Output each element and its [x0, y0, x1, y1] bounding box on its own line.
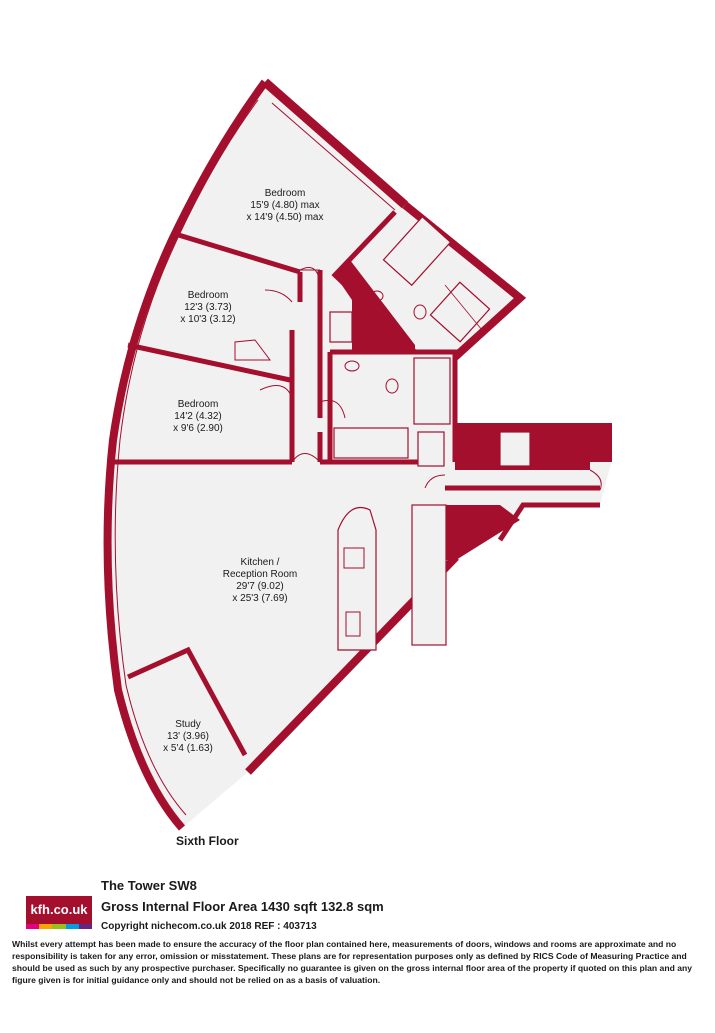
logo-stripes	[26, 924, 93, 929]
top-diagonal-wall	[262, 78, 408, 209]
outer-curved-wall	[103, 79, 269, 831]
door-bedroom1	[299, 267, 321, 291]
kitchen-island	[337, 506, 377, 651]
logo-stripe	[26, 924, 40, 929]
hall-cupboard-a	[417, 431, 445, 467]
wardrobe-bedroom2	[234, 339, 271, 361]
top-window-line	[271, 102, 396, 211]
hall-solid-block-a	[455, 423, 612, 470]
room-dims-study-b: x 5'4 (1.63)	[163, 743, 213, 754]
hall-cupboard-b	[499, 431, 531, 467]
service-duct-1	[335, 260, 415, 352]
door-bath2	[319, 399, 346, 419]
room-dims-bedroom3-a: 14'2 (4.32)	[174, 411, 222, 422]
room-dims-bedroom1-a: 15'9 (4.80) max	[250, 200, 319, 211]
room-label-kitchen: Kitchen /	[241, 557, 280, 568]
facade-window-line	[114, 99, 259, 816]
door-hall	[424, 474, 446, 489]
toilet-1	[413, 304, 427, 320]
bedroom2-bedroom3-wall	[127, 342, 291, 383]
logo-text: kfh.co.uk	[26, 896, 92, 924]
floor-label: Sixth Floor	[176, 834, 239, 848]
room-dims-study-a: 13' (3.96)	[167, 731, 209, 742]
hall-lower-wall	[445, 485, 600, 542]
disclaimer-text: Whilst every attempt has been made to en…	[12, 939, 693, 985]
room-dims-bedroom2-b: x 10'3 (3.12)	[180, 314, 235, 325]
service-duct-2	[446, 505, 520, 560]
cupboard-corridor	[329, 311, 353, 343]
room-label-study: Study	[175, 719, 201, 730]
basin-2	[344, 360, 360, 372]
floor-plan: Bedroom 15'9 (4.80) max x 14'9 (4.50) ma…	[103, 78, 612, 831]
logo-stripe	[52, 924, 66, 929]
kitchen-sink	[345, 611, 361, 637]
door-entrance	[589, 469, 602, 491]
property-title: The Tower SW8	[101, 878, 197, 893]
room-dims-bedroom2-a: 12'3 (3.73)	[184, 302, 232, 313]
shower-2	[413, 357, 451, 425]
door-kitchen	[291, 453, 321, 463]
bathtub-2	[333, 427, 409, 459]
door-bedroom2	[264, 289, 293, 303]
room-dims-bedroom1-b: x 14'9 (4.50) max	[247, 212, 324, 223]
room-label-bedroom2: Bedroom	[188, 290, 229, 301]
corridor-left-wall	[289, 272, 303, 462]
room-dims-kitchen-b: x 25'3 (7.69)	[232, 593, 287, 604]
copyright-text: Copyright nichecom.co.uk 2018 REF : 4037…	[101, 921, 317, 932]
bedroom1-bedroom2-wall	[171, 230, 301, 275]
shower-1-cross-a	[444, 284, 483, 331]
logo-stripe	[78, 924, 93, 929]
study-walls	[126, 646, 248, 757]
bathtub-1	[382, 215, 452, 287]
room-label-kitchen-2: Reception Room	[223, 569, 297, 580]
kfh-logo: kfh.co.uk	[26, 896, 93, 936]
kitchen-counter	[411, 504, 447, 646]
hob	[343, 547, 365, 569]
toilet-2	[385, 378, 399, 394]
shower-1	[429, 281, 491, 343]
logo-stripe	[65, 924, 79, 929]
floor-area-text: Gross Internal Floor Area 1430 sqft 132.…	[101, 899, 384, 914]
room-label-bedroom1: Bedroom	[265, 188, 306, 199]
door-bedroom3	[259, 385, 293, 399]
room-dims-kitchen-a: 29'7 (9.02)	[236, 581, 284, 592]
room-dims-bedroom3-b: x 9'6 (2.90)	[173, 423, 223, 434]
logo-stripe	[39, 924, 53, 929]
room-label-bedroom3: Bedroom	[178, 399, 219, 410]
